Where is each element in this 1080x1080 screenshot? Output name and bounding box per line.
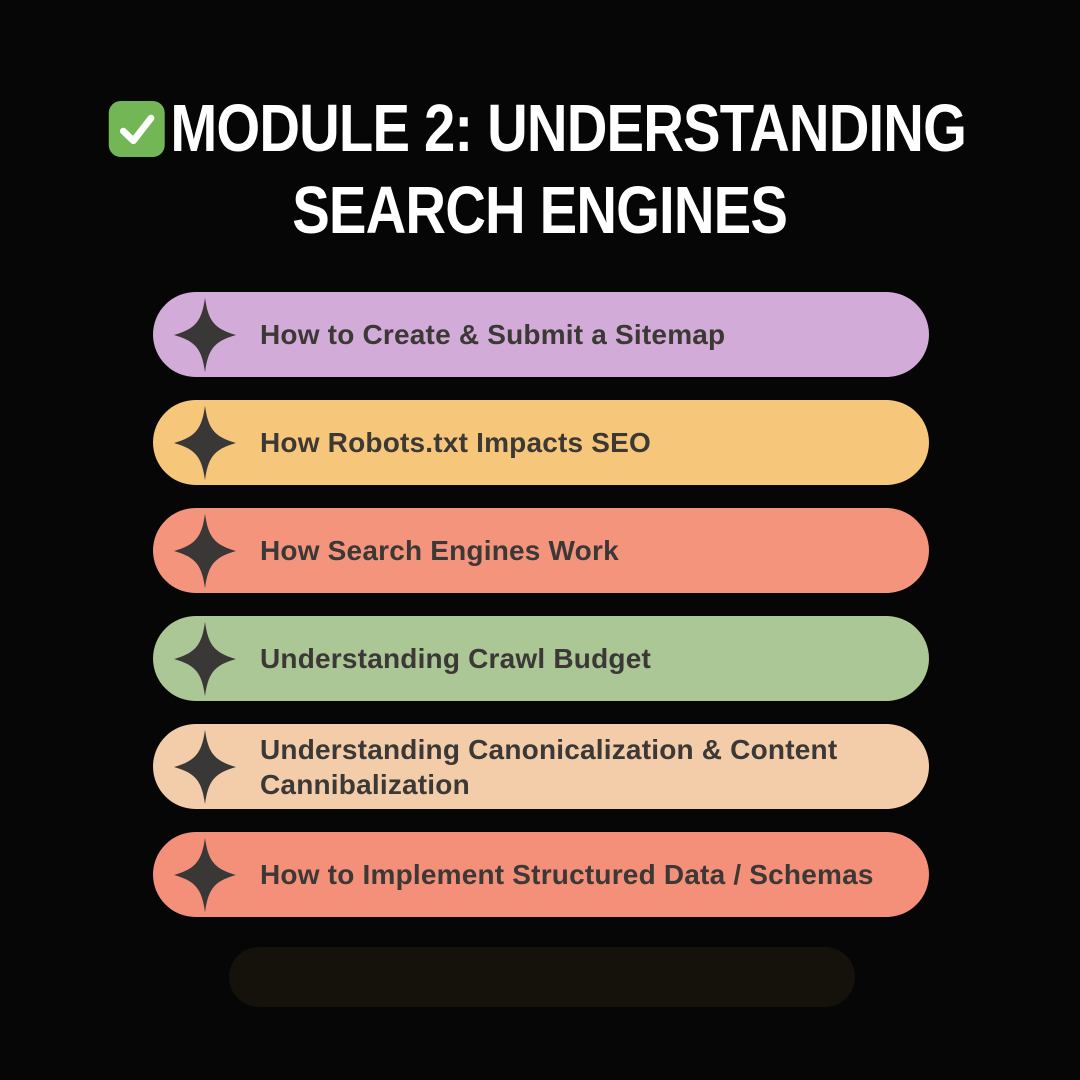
list-item-label: How to Create & Submit a Sitemap xyxy=(260,319,726,350)
page-title-line1: MODULE 2: UNDERSTANDING xyxy=(170,91,968,166)
list-item-structured-data: How to Implement Structured Data / Schem… xyxy=(153,832,929,917)
cropped-bottom-pill xyxy=(229,947,855,1007)
list-item-label: Understanding Crawl Budget xyxy=(260,643,651,674)
list-item-canonicalization: Understanding Canonicalization & Content… xyxy=(153,724,929,809)
list-item-label: How Robots.txt Impacts SEO xyxy=(260,427,652,458)
title-line-1: MODULE 2: UNDERSTANDING xyxy=(109,88,968,170)
sparkle-icon xyxy=(174,405,236,481)
list-item-sitemap: How to Create & Submit a Sitemap xyxy=(153,292,929,377)
list-item-robots-txt: How Robots.txt Impacts SEO xyxy=(153,400,929,485)
list-item-crawl-budget: Understanding Crawl Budget xyxy=(153,616,929,701)
module-topic-list: How to Create & Submit a Sitemap How Rob… xyxy=(153,292,929,917)
sparkle-icon xyxy=(174,513,236,589)
check-icon xyxy=(109,101,166,157)
header: MODULE 2: UNDERSTANDING SEARCH ENGINES xyxy=(0,88,1080,252)
list-item-label: How Search Engines Work xyxy=(260,535,619,566)
sparkle-icon xyxy=(174,729,236,805)
list-item-label: Understanding Canonicalization & Content… xyxy=(260,733,838,800)
sparkle-icon xyxy=(174,837,236,913)
page-title-line2: SEARCH ENGINES xyxy=(292,173,789,248)
sparkle-icon xyxy=(174,297,236,373)
sparkle-icon xyxy=(174,621,236,697)
list-item-search-engines: How Search Engines Work xyxy=(153,508,929,593)
list-item-label: How to Implement Structured Data / Schem… xyxy=(260,859,874,890)
